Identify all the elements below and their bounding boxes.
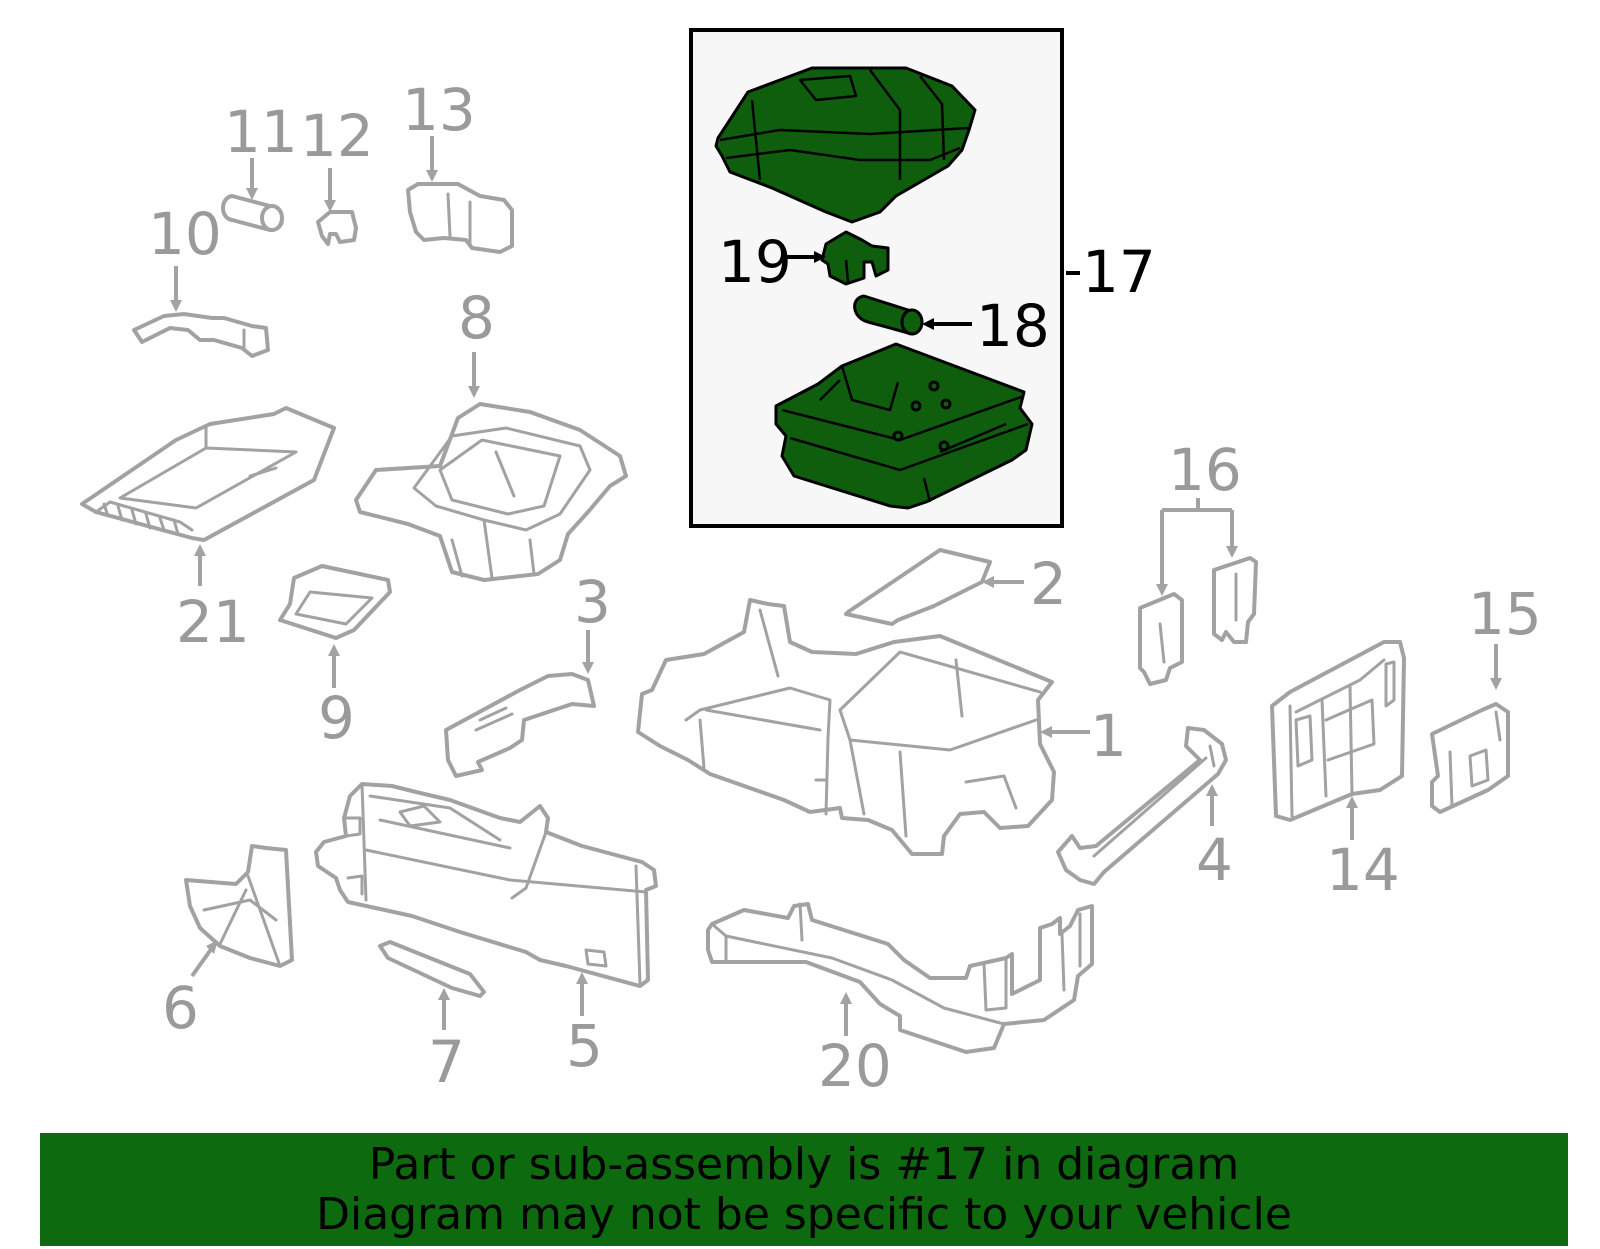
arrow-head-10 [170,300,182,312]
part-12[interactable] [316,210,358,246]
callout-21[interactable]: 21 [176,588,250,656]
arrow-head-4 [1206,784,1218,796]
part-2[interactable] [844,548,992,626]
arrow-head-18 [922,318,934,330]
part-18-pin[interactable] [853,294,924,336]
part-14[interactable] [1270,640,1406,822]
callout-10[interactable]: 10 [148,200,222,268]
arrow-head-2 [982,576,994,588]
callout-18[interactable]: 18 [976,292,1050,360]
arrow-head-20 [840,992,852,1004]
arrow-head-11 [246,188,258,200]
part-5[interactable] [314,782,658,988]
arrow-head-7 [438,988,450,1000]
part-20[interactable] [706,902,1094,1054]
callout-8[interactable]: 8 [458,284,495,352]
banner-line-1: Part or sub-assembly is #17 in diagram [368,1138,1240,1190]
callout-3[interactable]: 3 [574,568,611,636]
parts-diagram: 19 18 17 11 12 13 10 21 [80,28,1542,1100]
callout-19[interactable]: 19 [718,228,792,296]
part-16[interactable] [1138,556,1258,686]
part-17-inset[interactable]: 19 18 [689,28,1064,528]
callout-12[interactable]: 12 [300,102,374,170]
arrow-head-15 [1490,678,1502,690]
arrow-head-14 [1346,796,1358,808]
part-7[interactable] [378,940,486,998]
arrow-head-9 [328,644,340,656]
callout-9[interactable]: 9 [318,684,355,752]
callout-17[interactable]: 17 [1082,238,1156,306]
callout-16[interactable]: 16 [1168,436,1242,504]
part-17-armrest-lid[interactable] [714,66,977,224]
part-3[interactable] [444,672,596,778]
banner-line-2: Diagram may not be specific to your vehi… [316,1188,1292,1240]
callout-2[interactable]: 2 [1030,550,1067,618]
callout-6[interactable]: 6 [162,974,199,1042]
arrow-head-5 [576,972,588,984]
arrow-head-16b [1226,546,1238,558]
part-1[interactable] [636,598,1056,856]
arrow-head-6 [206,940,218,954]
arrow-head-21 [194,544,206,556]
arrow-head-3 [582,662,594,674]
part-4[interactable] [1056,726,1228,886]
arrow-head-13 [426,170,438,182]
part-13[interactable] [406,182,514,254]
arrow-head-8 [468,386,480,398]
callout-15[interactable]: 15 [1468,580,1542,648]
part-10[interactable] [132,312,270,358]
callout-7[interactable]: 7 [428,1028,465,1096]
callout-13[interactable]: 13 [402,76,476,144]
part-11[interactable] [221,194,284,232]
part-19-clip[interactable] [820,230,890,286]
arrow-head-12 [324,200,336,212]
callout-4[interactable]: 4 [1196,826,1233,894]
part-6[interactable] [184,844,294,968]
arrow-head-1 [1040,726,1052,738]
arrow-head-19 [814,251,826,263]
part-17-console-bin[interactable] [774,342,1034,510]
info-banner: Part or sub-assembly is #17 in diagram D… [40,1133,1568,1246]
callout-14[interactable]: 14 [1326,836,1400,904]
callout-1[interactable]: 1 [1090,702,1127,770]
callout-11[interactable]: 11 [224,98,298,166]
part-8[interactable] [354,402,628,582]
part-15[interactable] [1430,702,1510,814]
callout-20[interactable]: 20 [818,1032,892,1100]
part-21[interactable] [80,406,336,542]
arrow-head-16a [1156,584,1168,596]
part-9[interactable] [278,564,392,640]
callout-5[interactable]: 5 [566,1012,603,1080]
